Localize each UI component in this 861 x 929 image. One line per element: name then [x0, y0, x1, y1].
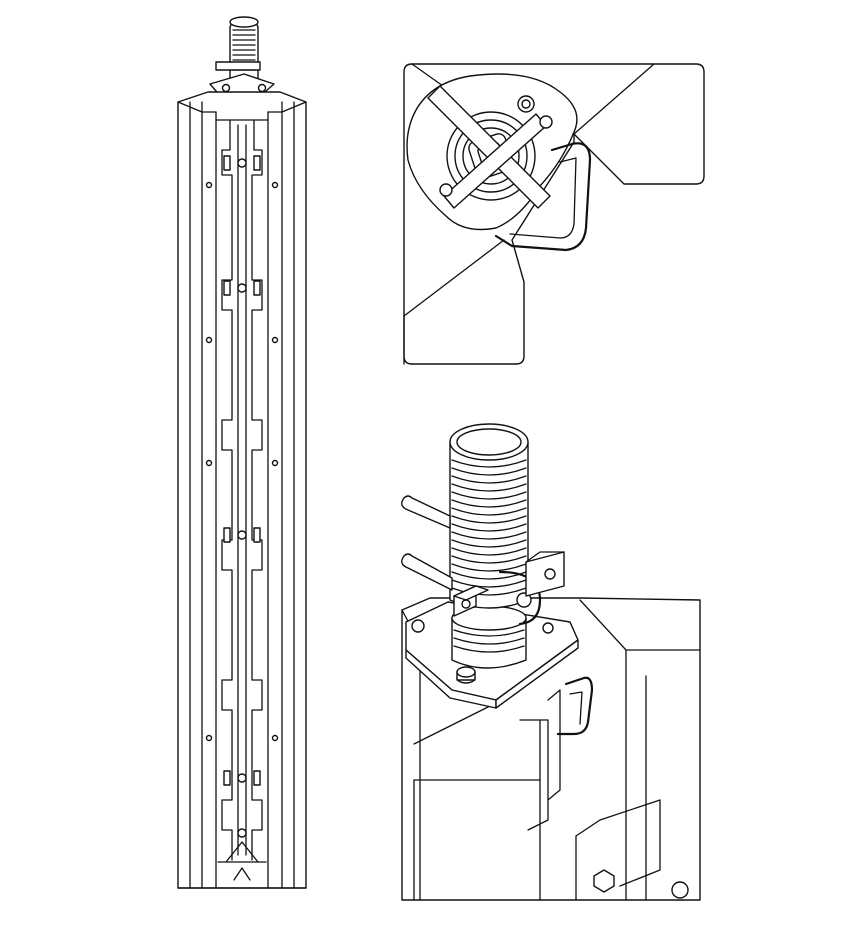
column-screw-jack	[209, 16, 275, 99]
column-bolts	[205, 155, 279, 838]
top-detail-view	[403, 63, 705, 365]
bottom-detail-view	[401, 423, 701, 901]
handle-bar	[427, 85, 551, 209]
column-view	[177, 16, 307, 889]
hex-nut	[593, 869, 615, 893]
handle-rod-upper	[401, 495, 451, 529]
column-body	[177, 91, 307, 889]
handle-rod-lower	[401, 553, 453, 591]
bent-pin	[494, 142, 592, 252]
